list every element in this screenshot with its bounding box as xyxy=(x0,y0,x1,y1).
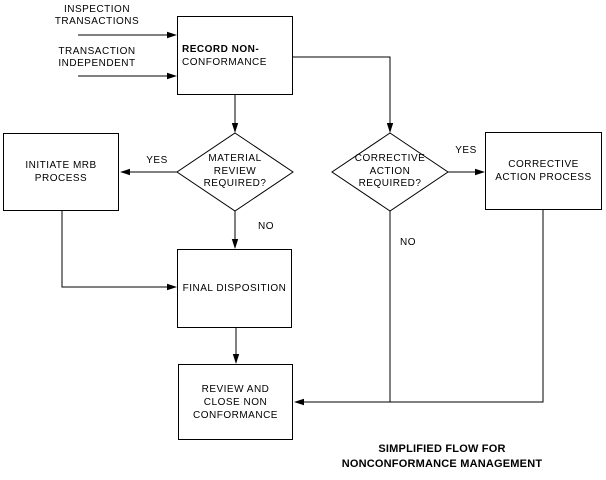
edge-process-to-review xyxy=(303,210,544,403)
input-label-line: TRANSACTION xyxy=(58,46,136,57)
edge-mrb-to-final-disposition xyxy=(61,211,168,288)
initiate-mrb-process-box: INITIATE MRB PROCESS xyxy=(3,133,119,211)
final-disposition-label: FINAL DISPOSITION xyxy=(182,283,287,294)
review-box-line2: CLOSE NON xyxy=(203,396,268,408)
input-label-inspection-transactions: INSPECTION TRANSACTIONS xyxy=(38,4,156,28)
input-label-line: INDEPENDENT xyxy=(58,58,136,69)
material-review-decision-diamond xyxy=(176,132,294,212)
corrective-action-decision-label: CORRECTIVE ACTION REQUIRED? xyxy=(332,133,448,211)
arrowhead-no-to-final xyxy=(231,239,239,249)
input-label-transaction-independent: TRANSACTION INDEPENDENT xyxy=(38,46,156,70)
record-nonconformance-box: RECORD NON- CONFORMANCE xyxy=(177,16,293,95)
arrowhead-inspection xyxy=(167,31,177,39)
material-yes-label: YES xyxy=(146,155,168,166)
final-disposition-box: FINAL DISPOSITION xyxy=(177,249,292,328)
corrective-yes-label: YES xyxy=(455,145,477,156)
material-decision-line2: REVIEW xyxy=(213,165,257,177)
input-label-line: TRANSACTIONS xyxy=(54,16,140,27)
material-no-label: NO xyxy=(258,221,274,232)
corrective-process-line2: ACTION PROCESS xyxy=(495,172,592,183)
corrective-no-label: NO xyxy=(400,237,416,248)
record-box-line1: RECORD NON- xyxy=(182,43,260,55)
review-box-line1: REVIEW AND xyxy=(201,383,270,395)
material-decision-line1: MATERIAL xyxy=(208,153,262,165)
mrb-box-line2: PROCESS xyxy=(34,173,88,184)
corrective-action-decision-diamond xyxy=(331,132,449,212)
material-review-decision-label: MATERIAL REVIEW REQUIRED? xyxy=(177,133,293,211)
arrowhead-mrb-to-final xyxy=(167,283,177,291)
corrective-process-line1: CORRECTIVE xyxy=(508,159,579,170)
corrective-decision-line2: ACTION xyxy=(369,165,411,177)
caption-line2: NONCONFORMANCE MANAGEMENT xyxy=(341,458,543,470)
input-label-line: INSPECTION xyxy=(63,4,131,15)
review-box-line3: CONFORMANCE xyxy=(193,409,278,421)
corrective-decision-line3: REQUIRED? xyxy=(358,178,422,190)
arrowhead-final-to-review xyxy=(232,354,240,364)
corrective-decision-line1: CORRECTIVE xyxy=(354,153,426,165)
corrective-action-process-box: CORRECTIVE ACTION PROCESS xyxy=(485,132,602,210)
arrowhead-to-material-decision xyxy=(231,123,239,133)
arrowhead-to-mrb xyxy=(120,168,130,176)
arrowhead-to-review xyxy=(294,398,304,406)
caption-line1: SIMPLIFIED FLOW FOR xyxy=(378,443,506,455)
arrowhead-to-corrective-process xyxy=(475,168,485,176)
material-decision-line3: REQUIRED? xyxy=(203,178,267,190)
review-close-nonconformance-box: REVIEW AND CLOSE NON CONFORMANCE xyxy=(178,364,293,440)
record-box-line2: CONFORMANCE xyxy=(182,56,267,68)
diagram-caption: SIMPLIFIED FLOW FOR NONCONFORMANCE MANAG… xyxy=(329,442,555,472)
edge-record-to-corrective-decision xyxy=(293,56,391,124)
arrowhead-independent xyxy=(167,72,177,80)
arrowhead-to-corrective-decision xyxy=(386,123,394,133)
mrb-box-line1: INITIATE MRB xyxy=(25,160,97,171)
